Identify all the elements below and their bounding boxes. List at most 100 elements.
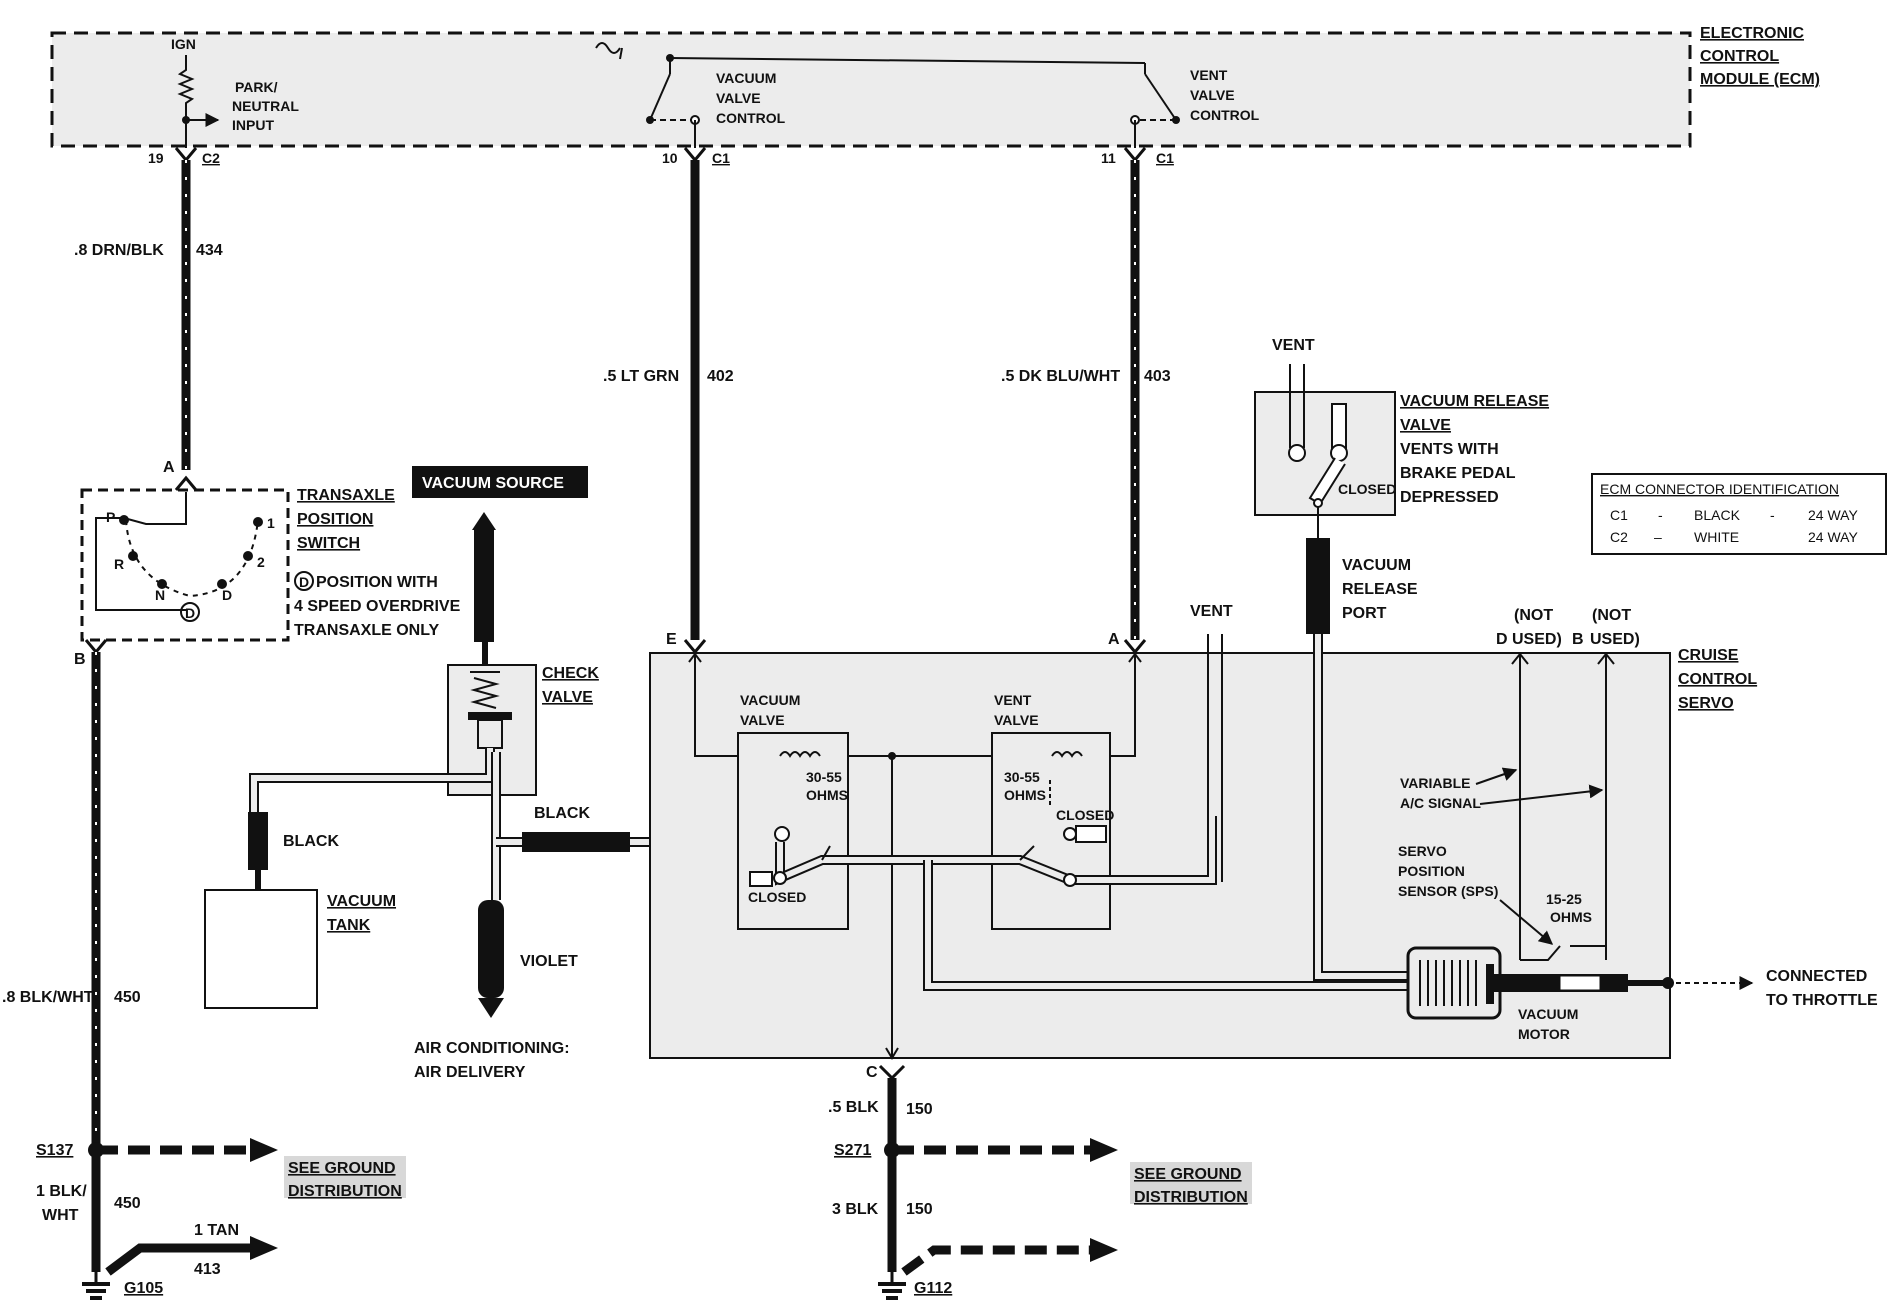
park-neutral-label: PARK/ NEUTRAL INPUT <box>232 79 299 133</box>
svg-text:OHMS: OHMS <box>1550 909 1592 925</box>
vent-valve-ohms: 30-55 OHMS <box>1004 769 1046 803</box>
svg-text:WHITE: WHITE <box>1694 529 1739 545</box>
park-neutral-resistor <box>177 55 195 120</box>
transaxle-title: TRANSAXLE POSITION SWITCH <box>297 487 395 552</box>
wire-434-color: .8 DRN/BLK <box>74 242 164 259</box>
svg-text:TRANSAXLE ONLY: TRANSAXLE ONLY <box>294 622 440 639</box>
vacuum-motor-label: VACUUM MOTOR <box>1518 1006 1578 1042</box>
svg-text:30-55: 30-55 <box>1004 769 1040 785</box>
svg-text:ELECTRONIC: ELECTRONIC <box>1700 25 1804 42</box>
ground-g105-icon <box>82 1272 110 1300</box>
svg-text:N: N <box>155 587 165 603</box>
svg-text:OHMS: OHMS <box>1004 787 1046 803</box>
wire-150-upper-number: 150 <box>906 1101 933 1118</box>
svg-text:VACUUM: VACUUM <box>327 893 396 910</box>
svg-text:R: R <box>114 556 124 572</box>
svg-text:B: B <box>1572 631 1584 648</box>
svg-text:D: D <box>299 574 309 590</box>
svg-text:VACUUM: VACUUM <box>1342 557 1411 574</box>
svg-text:-: - <box>1658 507 1663 523</box>
black-label-tank: BLACK <box>283 833 339 850</box>
svg-text:A/C SIGNAL: A/C SIGNAL <box>1400 795 1481 811</box>
svg-text:CONTROL: CONTROL <box>1190 107 1260 123</box>
svg-text:SEE GROUND: SEE GROUND <box>1134 1166 1242 1183</box>
svg-text:1: 1 <box>267 515 275 531</box>
svg-text:CHECK: CHECK <box>542 665 599 682</box>
wire-434-number: 434 <box>196 242 223 259</box>
vacuum-valve-ohms: 30-55 OHMS <box>806 769 848 803</box>
svg-text:VALVE: VALVE <box>1400 417 1451 434</box>
g105-label: G105 <box>124 1280 163 1297</box>
wire-450-lower-number: 450 <box>114 1195 141 1212</box>
svg-text:SERVO: SERVO <box>1398 843 1447 859</box>
pin-19-label: 19 <box>148 150 164 166</box>
svg-text:–: – <box>1654 529 1662 545</box>
svg-text:VALVE: VALVE <box>1190 87 1235 103</box>
svg-text:24 WAY: 24 WAY <box>1808 507 1858 523</box>
release-vent-label: VENT <box>1272 337 1315 354</box>
transaxle-arc <box>125 519 259 598</box>
svg-text:VENTS WITH: VENTS WITH <box>1400 441 1499 458</box>
transaxle-pin-a: A <box>163 459 175 476</box>
not-used-b-label: (NOT USED) B <box>1572 607 1640 648</box>
servo-vent-label: VENT <box>1190 603 1233 620</box>
variable-ac-signal-label: VARIABLE A/C SIGNAL <box>1400 775 1481 811</box>
svg-text:24 WAY: 24 WAY <box>1808 529 1858 545</box>
vacuum-valve-box <box>737 732 849 930</box>
svg-text:VACUUM: VACUUM <box>1518 1006 1578 1022</box>
svg-text:30-55: 30-55 <box>806 769 842 785</box>
wire-150-lower-color: 3 BLK <box>832 1201 879 1218</box>
wire-413-number: 413 <box>194 1261 221 1278</box>
g112-label: G112 <box>914 1280 952 1297</box>
vent-valve-control-label: VENT VALVE CONTROL <box>1190 67 1260 123</box>
vacuum-release-port <box>1306 538 1330 634</box>
svg-text:C1: C1 <box>1610 507 1628 523</box>
ign-label: IGN <box>171 36 196 52</box>
pin-11-label: 11 <box>1101 150 1116 166</box>
wire-450-lower-color: 1 BLK/ WHT <box>36 1183 87 1224</box>
svg-text:OHMS: OHMS <box>806 787 848 803</box>
vacuum-release-valve-label: VACUUM RELEASE VALVE VENTS WITH BRAKE PE… <box>1400 393 1549 506</box>
svg-text:(NOT: (NOT <box>1514 607 1553 624</box>
pin-10-label: 10 <box>662 150 678 166</box>
svg-text:BLACK: BLACK <box>1694 507 1741 523</box>
svg-text:TRANSAXLE: TRANSAXLE <box>297 487 395 504</box>
transaxle-note: D POSITION WITH 4 SPEED OVERDRIVE TRANSA… <box>294 571 461 639</box>
vacuum-valve-control-label: VACUUM VALVE CONTROL <box>716 70 786 126</box>
wire-413-color: 1 TAN <box>194 1222 239 1239</box>
svg-text:INPUT: INPUT <box>232 117 274 133</box>
violet-hose <box>478 900 504 998</box>
not-used-d-label: (NOT USED) D <box>1496 607 1562 648</box>
svg-text:POSITION WITH: POSITION WITH <box>316 574 438 591</box>
svg-text:C2: C2 <box>1610 529 1628 545</box>
svg-text:-: - <box>1770 507 1775 523</box>
svg-text:AIR CONDITIONING:: AIR CONDITIONING: <box>414 1040 570 1057</box>
wire-450-number: 450 <box>114 989 141 1006</box>
svg-text:CRUISE: CRUISE <box>1678 647 1739 664</box>
transaxle-pin-b: B <box>74 651 86 668</box>
svg-text:RELEASE: RELEASE <box>1342 581 1418 598</box>
svg-text:POSITION: POSITION <box>297 511 373 528</box>
svg-text:VENT: VENT <box>994 692 1032 708</box>
svg-text:SEE GROUND: SEE GROUND <box>288 1160 396 1177</box>
sps-label: SERVO POSITION SENSOR (SPS) <box>1398 843 1498 899</box>
svg-text:USED): USED) <box>1590 631 1640 648</box>
conn-c2-label: C2 <box>202 150 220 166</box>
black-label-servo: BLACK <box>534 805 590 822</box>
svg-text:AIR DELIVERY: AIR DELIVERY <box>414 1064 526 1081</box>
servo-pin-a: A <box>1108 631 1120 648</box>
svg-text:USED): USED) <box>1512 631 1562 648</box>
black-hose-tank <box>248 812 268 870</box>
svg-text:2: 2 <box>257 554 265 570</box>
black-hose-servo <box>522 832 630 852</box>
svg-text:P: P <box>106 509 115 525</box>
ecm-module-box <box>50 31 1692 148</box>
servo-pin-e: E <box>666 631 677 648</box>
svg-text:PORT: PORT <box>1342 605 1387 622</box>
svg-text:D: D <box>185 605 195 621</box>
svg-text:1 BLK/: 1 BLK/ <box>36 1183 87 1200</box>
vacuum-source-label: VACUUM SOURCE <box>412 466 588 498</box>
wire-150-lower-number: 150 <box>906 1201 933 1218</box>
svg-text:PARK/: PARK/ <box>235 79 278 95</box>
